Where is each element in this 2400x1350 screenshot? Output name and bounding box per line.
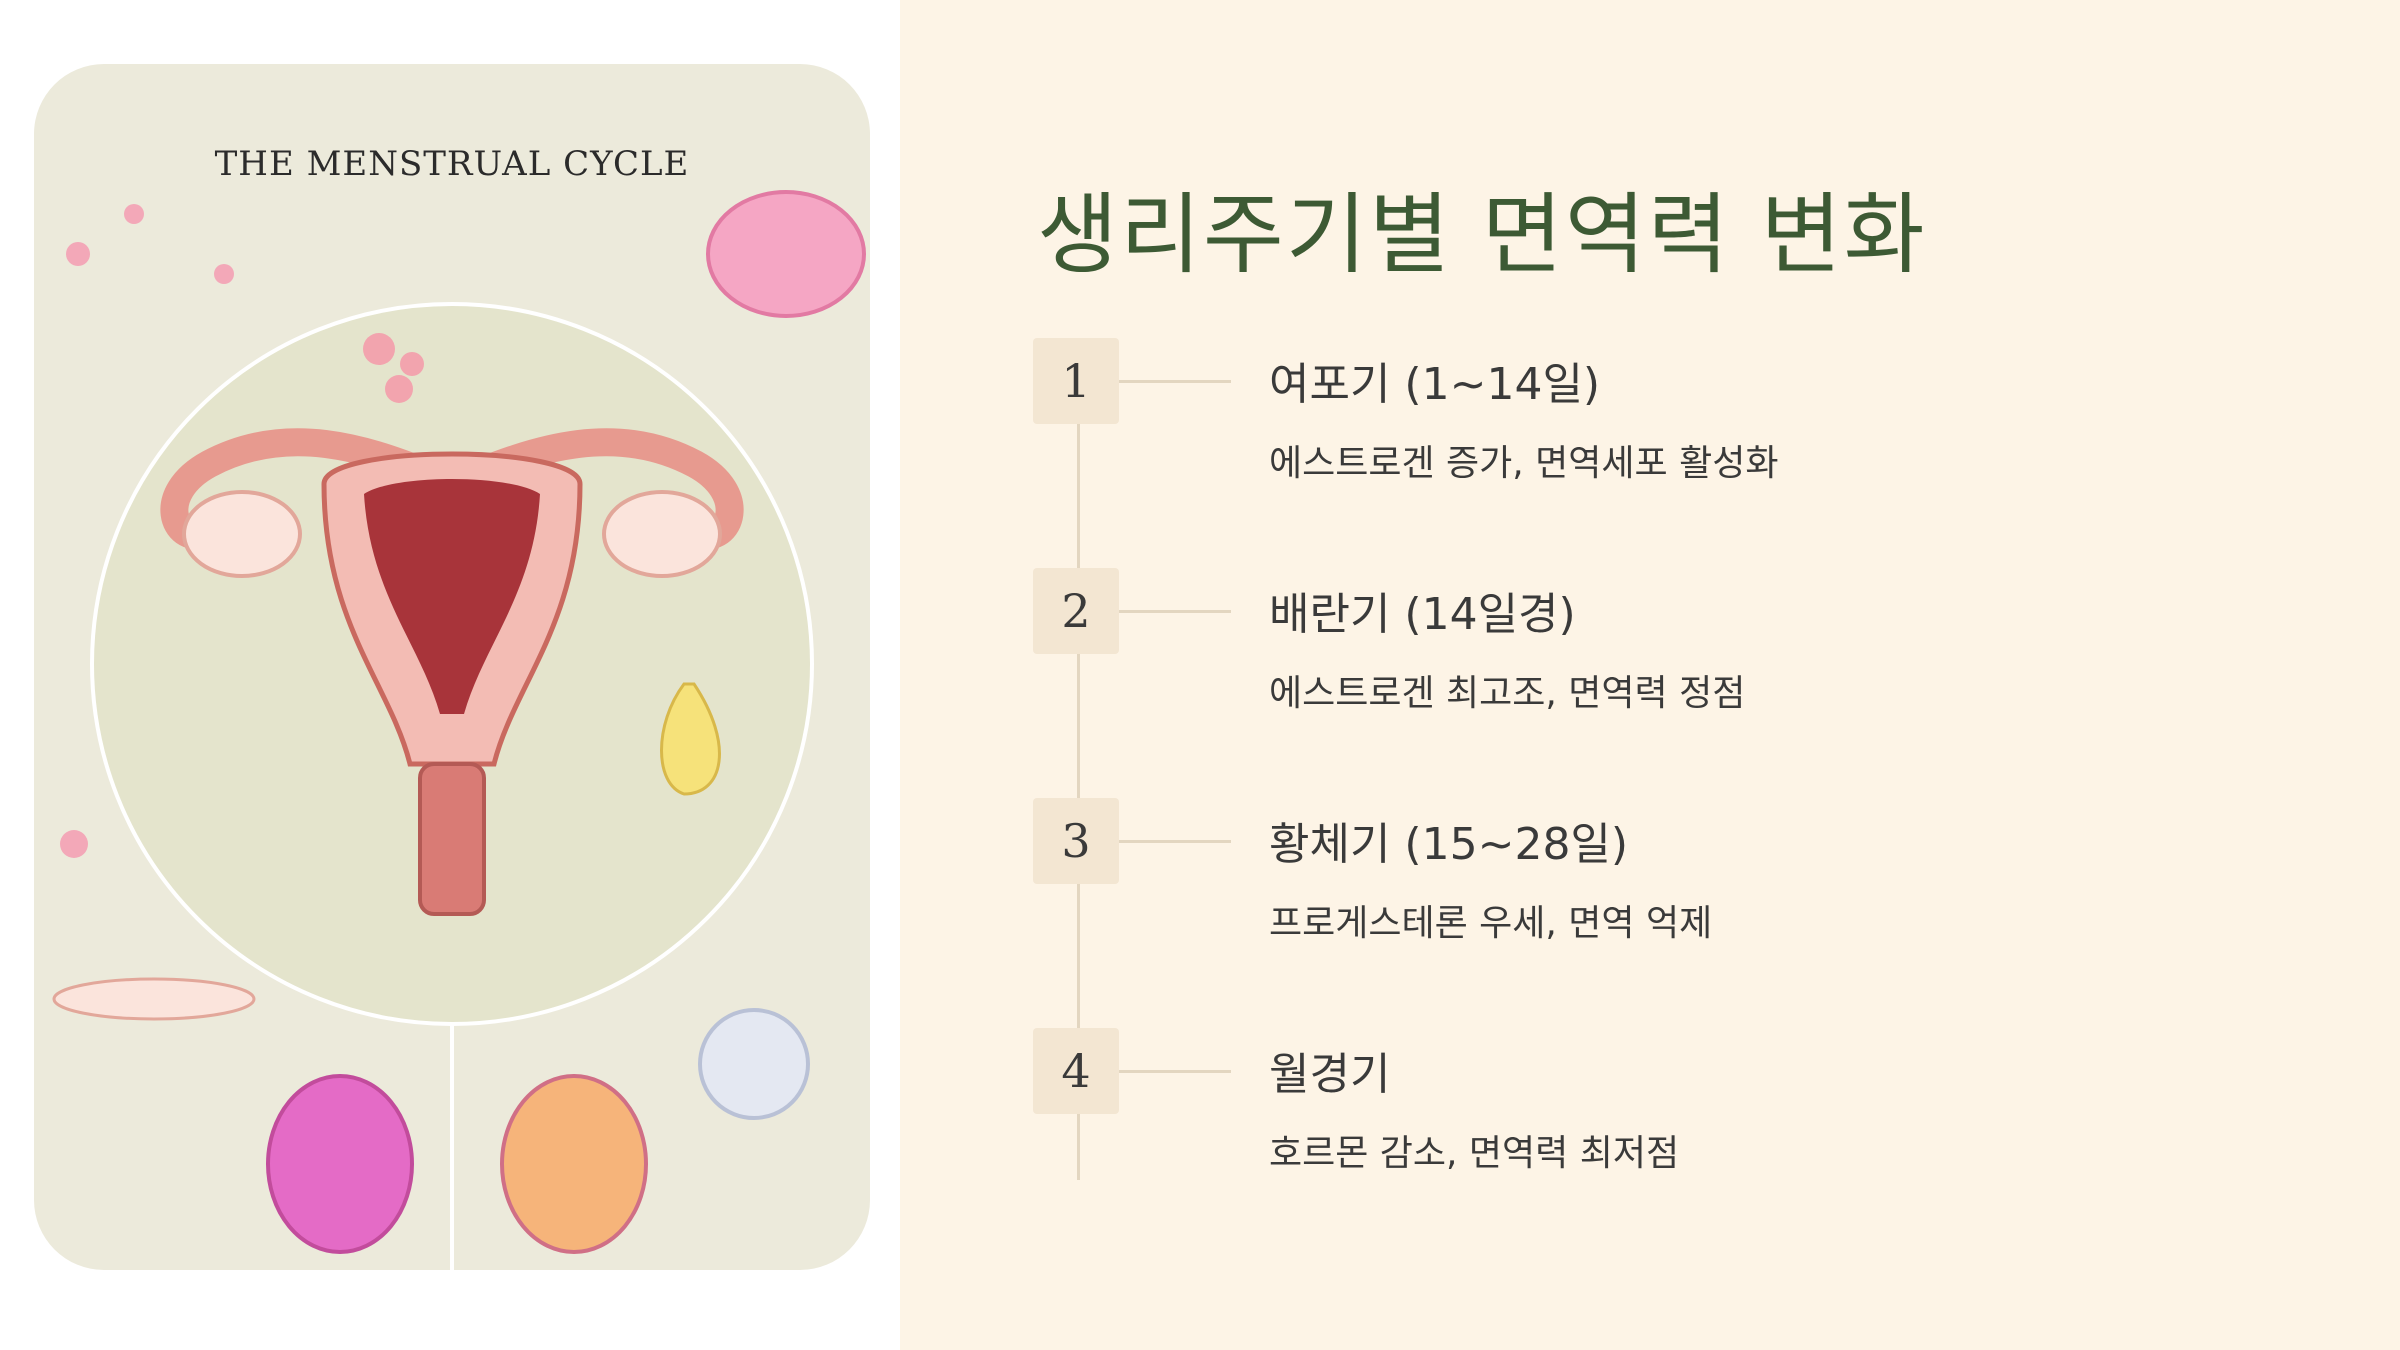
step-connector <box>1119 610 1231 613</box>
step-connector <box>1119 840 1231 843</box>
luteal-cross-section <box>500 1074 648 1254</box>
timeline-line <box>1077 380 1080 1180</box>
step-connector <box>1119 380 1231 383</box>
corpus-luteum <box>660 682 721 796</box>
follicle-cross-section <box>266 1074 414 1254</box>
right-ovary <box>602 490 722 578</box>
step-connector <box>1119 1070 1231 1073</box>
tissue-illustration <box>706 190 866 318</box>
step-description: 에스트로겐 증가, 면역세포 활성화 <box>1269 443 1779 484</box>
step-number: 3 <box>1033 798 1119 884</box>
left-ovary <box>182 490 302 578</box>
cervix <box>418 762 486 916</box>
timeline-step-3: 3 황체기 (15~28일) 프로게스테론 우세, 면역 억제 <box>1033 798 2233 958</box>
infographic-panel: THE MENSTRUAL CYCLE <box>0 0 900 1350</box>
immune-cells <box>698 1008 810 1120</box>
step-title: 여포기 (1~14일) <box>1269 359 1601 410</box>
step-number: 2 <box>1033 568 1119 654</box>
step-number: 4 <box>1033 1028 1119 1114</box>
step-description: 호르몬 감소, 면역력 최저점 <box>1269 1133 1680 1174</box>
timeline-step-1: 1 여포기 (1~14일) 에스트로겐 증가, 면역세포 활성화 <box>1033 338 2233 498</box>
step-number: 1 <box>1033 338 1119 424</box>
timeline-step-4: 4 월경기 호르몬 감소, 면역력 최저점 <box>1033 1028 2233 1188</box>
step-description: 프로게스테론 우세, 면역 억제 <box>1269 903 1713 944</box>
step-title: 배란기 (14일경) <box>1269 589 1576 640</box>
menstrual-cycle-infographic: THE MENSTRUAL CYCLE <box>34 64 870 1270</box>
infographic-illustration <box>52 190 866 1270</box>
slide-content: 생리주기별 면역력 변화 1 여포기 (1~14일) 에스트로겐 증가, 면역세… <box>900 0 2400 1350</box>
step-description: 에스트로겐 최고조, 면역력 정점 <box>1269 673 1746 714</box>
step-title: 황체기 (15~28일) <box>1269 819 1629 870</box>
slide-title: 생리주기별 면역력 변화 <box>1037 183 1927 286</box>
infographic-title: THE MENSTRUAL CYCLE <box>214 144 690 184</box>
timeline-step-2: 2 배란기 (14일경) 에스트로겐 최고조, 면역력 정점 <box>1033 568 2233 728</box>
step-title: 월경기 <box>1269 1049 1391 1100</box>
